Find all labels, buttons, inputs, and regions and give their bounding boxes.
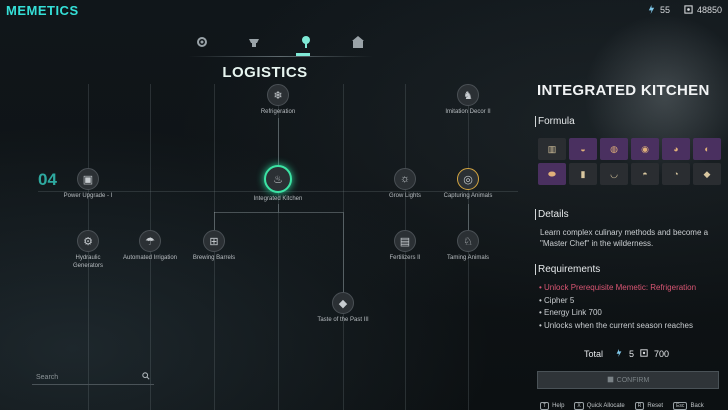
node-hydraulic-generators[interactable]: ⚙ Hydraulic Generators [38, 230, 138, 270]
node-power-upgrade[interactable]: ▣ Power Upgrade - I [38, 168, 138, 201]
search-icon [142, 372, 150, 382]
stove-icon[interactable]: ▥ [538, 138, 566, 160]
requirements-heading: Requirements [535, 264, 600, 275]
barrel-icon: ⊞ [203, 230, 225, 252]
total-cipher: 700 [654, 349, 670, 359]
fridge-icon: ❄ [267, 84, 289, 106]
building-icon[interactable] [348, 32, 368, 52]
tab-divider [188, 56, 373, 57]
connector-line [468, 204, 469, 230]
tree-icon[interactable] [296, 32, 316, 52]
detail-description: Learn complex culinary methods and becom… [540, 228, 709, 248]
node-grow-lights[interactable]: ☼ Grow Lights [355, 168, 455, 201]
lamp-icon: ☼ [394, 168, 416, 190]
sprinkler-icon: ☂ [139, 230, 161, 252]
search-input[interactable]: Search [36, 373, 59, 381]
details-heading: Details [535, 209, 569, 220]
anvil-icon[interactable] [244, 32, 264, 52]
column-guide [343, 84, 344, 410]
stew-icon[interactable]: ◉ [631, 138, 659, 160]
node-imitation-decor[interactable]: ♞ Imitation Decor II [418, 84, 518, 117]
currency-bar: 55 48850 [647, 5, 722, 15]
confirm-button[interactable]: CONFIRM [537, 371, 719, 389]
energy-counter: 55 [647, 5, 670, 15]
sausage-icon[interactable]: ⬬ [538, 163, 566, 185]
cipher-icon [684, 5, 693, 14]
pot-icon[interactable]: ◍ [600, 138, 628, 160]
total-cost: Total 5 700 [584, 349, 669, 359]
sack-icon: ▤ [394, 230, 416, 252]
steak-icon: ◆ [332, 292, 354, 314]
node-fertilizers[interactable]: ▤ Fertilizers II [355, 230, 455, 263]
node-brewing-barrels[interactable]: ⊞ Brewing Barrels [164, 230, 264, 263]
connector-line [278, 118, 279, 170]
column-guide [278, 84, 279, 410]
connector-line [214, 212, 343, 213]
node-taste-of-the-past[interactable]: ◆ Taste of the Past III [293, 292, 393, 325]
connector-line [214, 212, 215, 230]
node-taming-animals[interactable]: ♘ Taming Animals [418, 230, 518, 263]
requirement-energy: • Energy Link 700 [539, 308, 602, 317]
section-title: LOGISTICS [222, 64, 308, 81]
energy-icon [615, 349, 623, 359]
total-label: Total [584, 349, 604, 359]
node-capturing-animals[interactable]: ◎ Capturing Animals [418, 168, 518, 201]
category-tabs [192, 32, 368, 52]
cipher-icon [640, 349, 648, 359]
statue-icon: ♞ [457, 84, 479, 106]
soup-icon[interactable]: ◓ [631, 163, 659, 185]
requirement-prerequisite: • Unlock Prerequisite Memetic: Refrigera… [539, 283, 697, 292]
formula-heading: Formula [535, 116, 575, 127]
generator-icon: ⚙ [77, 230, 99, 252]
connector-line [343, 212, 344, 294]
kitchen-icon: ♨ [264, 165, 292, 193]
confirm-icon [607, 376, 614, 385]
energy-icon [647, 5, 656, 14]
bowl-icon[interactable]: ◡ [600, 163, 628, 185]
connector-line [278, 204, 279, 212]
search-field[interactable]: Search [32, 370, 154, 385]
requirement-cipher: • Cipher 5 [539, 295, 575, 305]
cipher-counter: 48850 [684, 5, 722, 15]
pie-icon[interactable]: ◔ [662, 163, 690, 185]
detail-title: INTEGRATED KITCHEN [537, 82, 710, 99]
dish-icon[interactable]: ◐ [693, 138, 721, 160]
gear-icon[interactable] [192, 32, 212, 52]
node-integrated-kitchen[interactable]: ♨ Integrated Kitchen [228, 165, 328, 204]
battery-icon: ▣ [77, 168, 99, 190]
trap-icon: ◎ [457, 168, 479, 190]
requirements-list: • Unlock Prerequisite Memetic: Refrigera… [539, 282, 724, 332]
formula-grid: ▥◒◍◉◕◐ ⬬▮◡◓◔◆ [538, 138, 721, 185]
pizza-icon[interactable]: ◕ [662, 138, 690, 160]
saddle-icon: ♘ [457, 230, 479, 252]
node-refrigeration[interactable]: ❄ Refrigeration [228, 84, 328, 117]
node-automated-irrigation[interactable]: ☂ Automated Irrigation [100, 230, 200, 263]
cake-icon[interactable]: ◒ [569, 138, 597, 160]
requirement-season: • Unlocks when the current season reache… [539, 320, 693, 330]
total-energy: 5 [629, 349, 635, 359]
tab-active-indicator [296, 53, 310, 56]
drink-icon[interactable]: ▮ [569, 163, 597, 185]
tier-level: 04 [38, 170, 57, 189]
app-title: MEMETICS [6, 3, 79, 18]
meat-icon[interactable]: ◆ [693, 163, 721, 185]
